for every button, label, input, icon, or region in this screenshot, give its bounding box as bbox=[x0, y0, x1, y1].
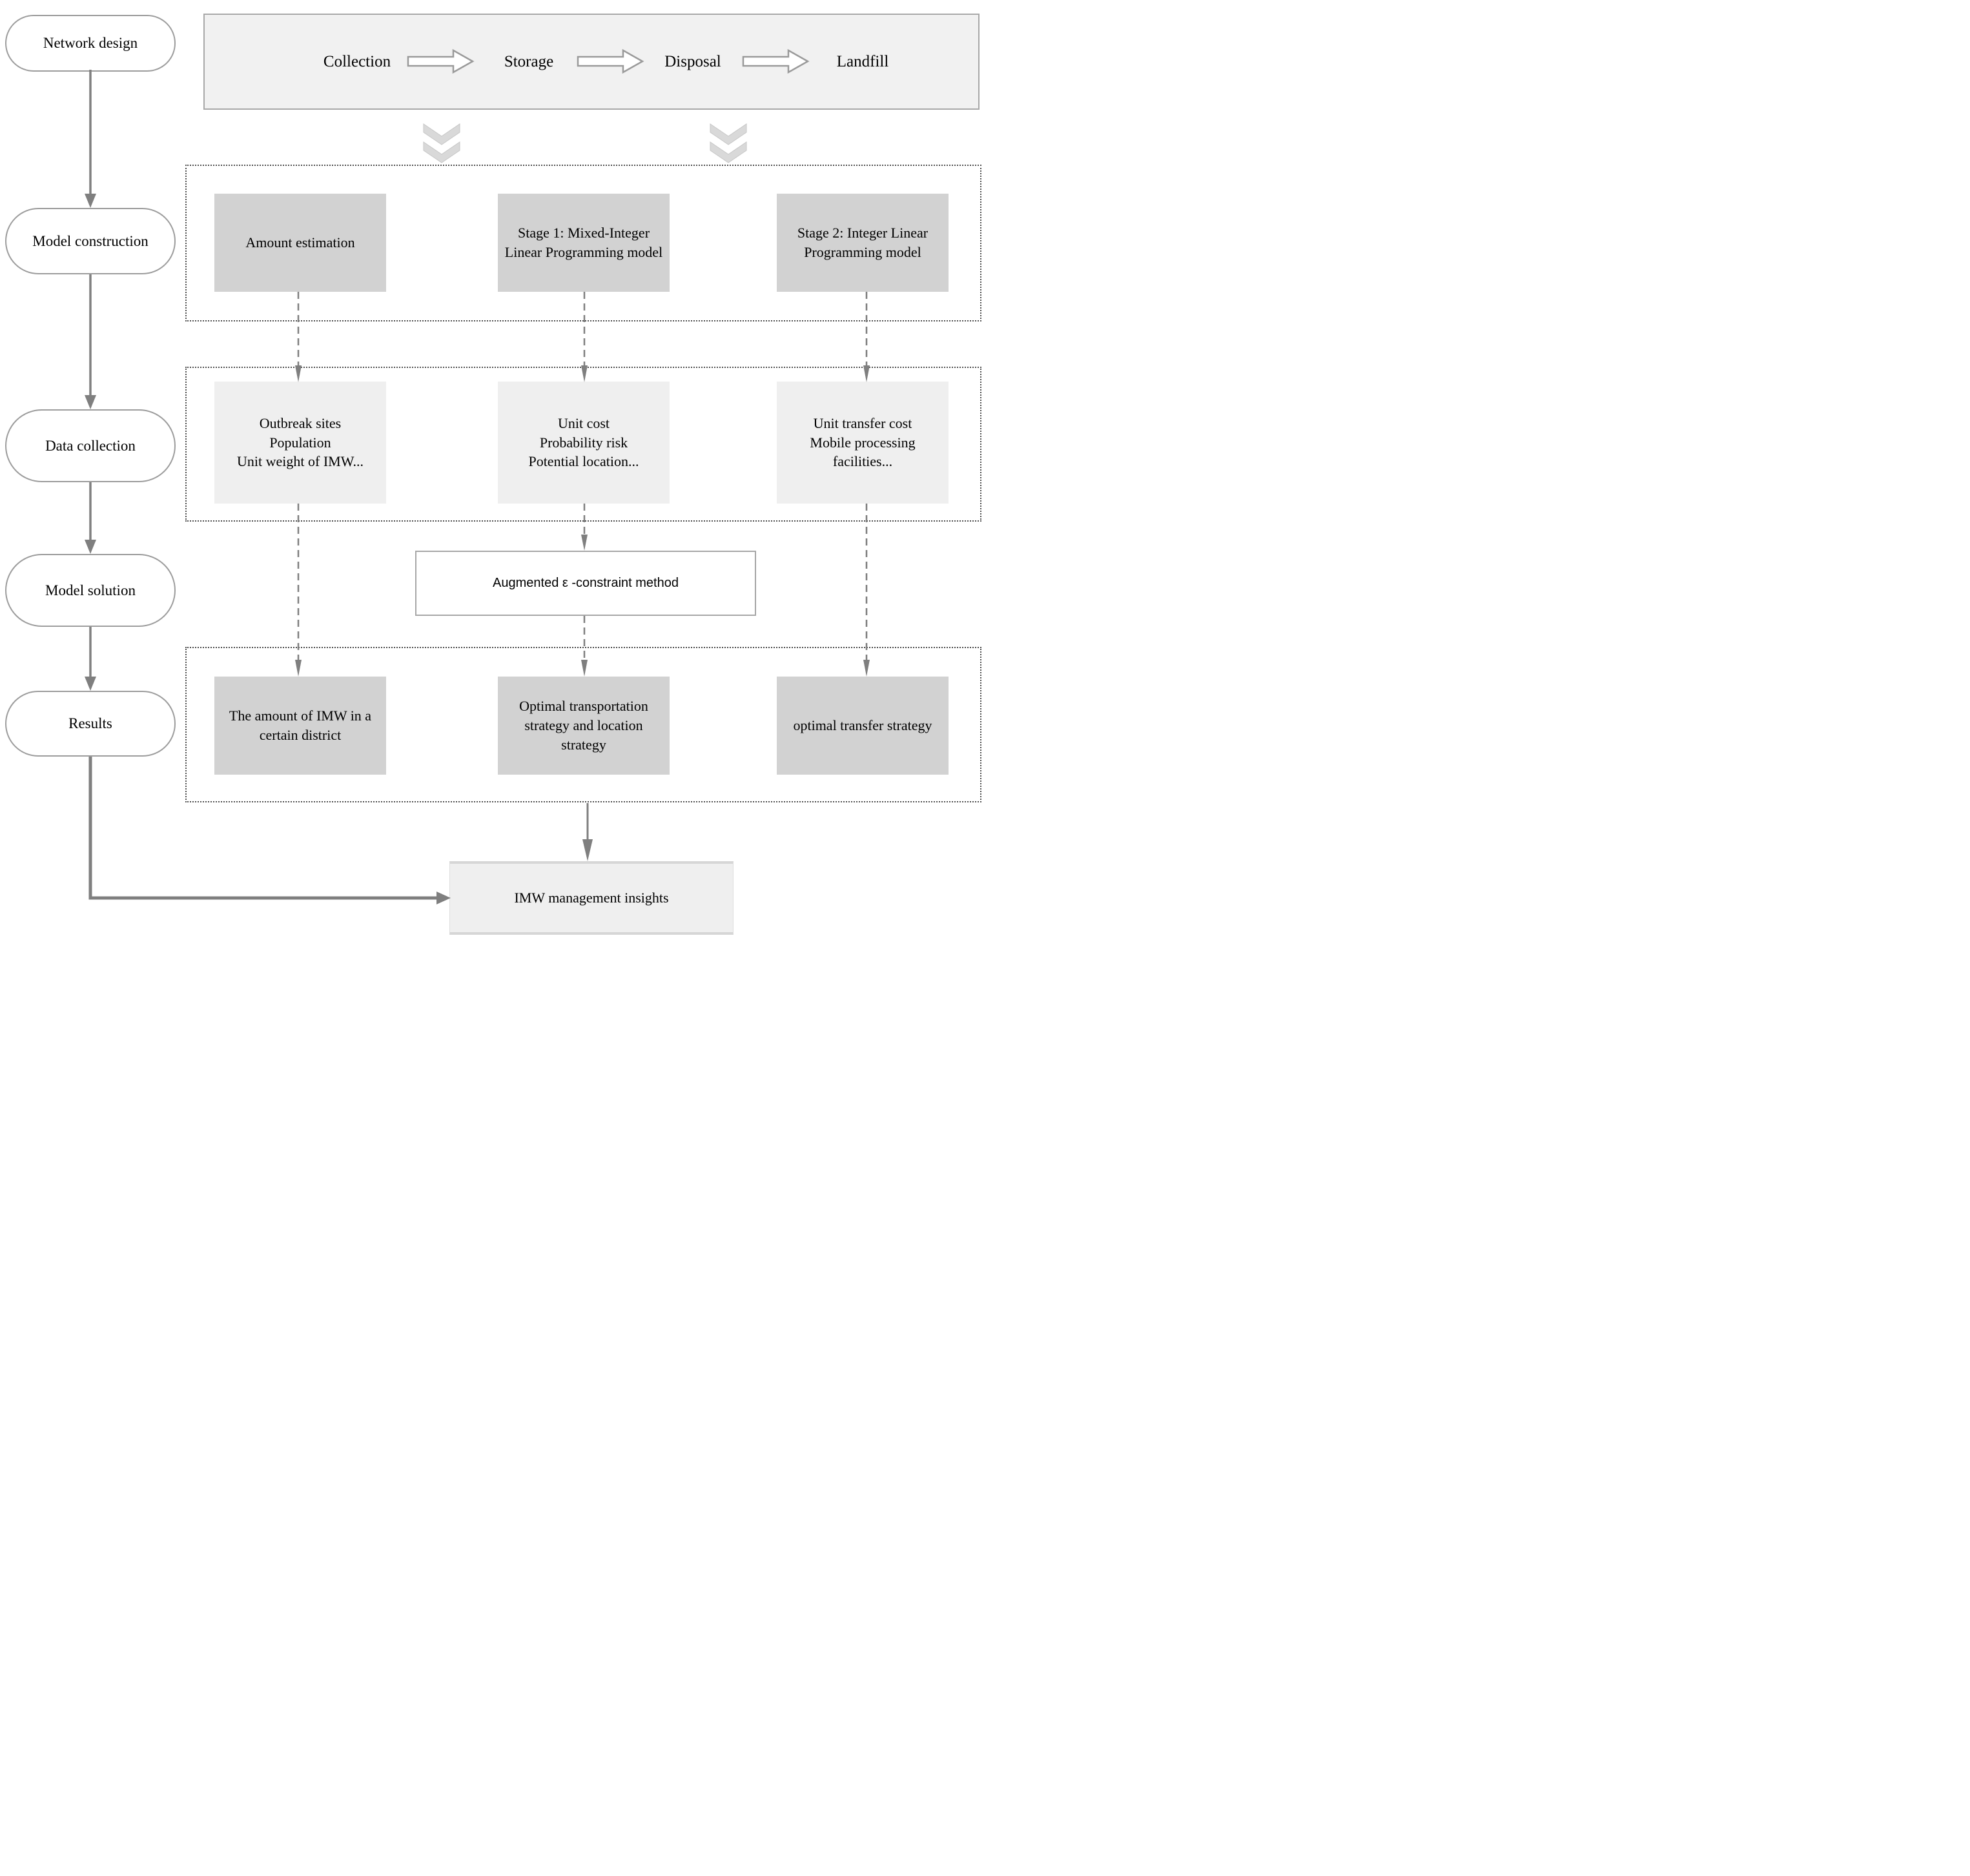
step-pill-network-design: Network design bbox=[5, 15, 176, 72]
step-label: Results bbox=[68, 715, 112, 731]
chevron-down-icon bbox=[710, 123, 747, 163]
region-model-construction bbox=[185, 165, 981, 321]
stage-landfill: Landfill bbox=[836, 52, 889, 70]
box-stage2-ilp-model: Stage 2: Integer Linear Programming mode… bbox=[777, 194, 949, 292]
insights-label: IMW management insights bbox=[514, 890, 669, 906]
box-optimal-transportation-result: Optimal transportation strategy and loca… bbox=[498, 677, 670, 775]
stage-disposal: Disposal bbox=[664, 52, 721, 70]
region-results bbox=[185, 647, 981, 802]
box-transfer-data: Unit transfer cost Mobile processing fac… bbox=[777, 382, 949, 504]
step-label: Data collection bbox=[45, 437, 136, 454]
box-cost-risk-data: Unit cost Probability risk Potential loc… bbox=[498, 382, 670, 504]
stage-collection: Collection bbox=[323, 52, 391, 70]
box-text: Outbreak sites Population Unit weight of… bbox=[237, 414, 364, 470]
step-pill-model-solution: Model solution bbox=[5, 554, 176, 627]
box-text: Optimal transportation strategy and loca… bbox=[519, 698, 648, 753]
box-stage1-milp-model: Stage 1: Mixed-Integer Linear Programmin… bbox=[498, 194, 670, 292]
box-optimal-transfer-result: optimal transfer strategy bbox=[777, 677, 949, 775]
box-outbreak-data: Outbreak sites Population Unit weight of… bbox=[214, 382, 386, 504]
box-augmented-epsilon-constraint-method: Augmented ε -constraint method bbox=[415, 551, 756, 616]
box-amount-estimation: Amount estimation bbox=[214, 194, 386, 292]
step-pill-results: Results bbox=[5, 691, 176, 757]
step-pill-model-construction: Model construction bbox=[5, 208, 176, 274]
box-imw-management-insights: IMW management insights bbox=[449, 861, 734, 935]
step-pill-data-collection: Data collection bbox=[5, 409, 176, 482]
step-label: Network design bbox=[43, 35, 138, 51]
box-text: The amount of IMW in a certain district bbox=[229, 708, 372, 743]
insights-arrow-icon bbox=[582, 803, 593, 861]
step-label: Model solution bbox=[45, 582, 136, 598]
box-text: Stage 2: Integer Linear Programming mode… bbox=[797, 225, 929, 260]
box-text: optimal transfer strategy bbox=[793, 717, 932, 734]
box-text: Amount estimation bbox=[245, 234, 355, 251]
flowchart-canvas: Collection Storage Disposal Landfill Net… bbox=[0, 0, 985, 938]
box-text: Stage 1: Mixed-Integer Linear Programmin… bbox=[504, 225, 663, 260]
box-amount-of-imw-result: The amount of IMW in a certain district bbox=[214, 677, 386, 775]
box-text: Unit cost Probability risk Potential loc… bbox=[528, 414, 639, 470]
method-label: Augmented ε -constraint method bbox=[493, 576, 679, 590]
stage-storage: Storage bbox=[504, 52, 554, 70]
step-label: Model construction bbox=[32, 232, 149, 249]
network-design-process-bar: Collection Storage Disposal Landfill bbox=[203, 14, 980, 110]
chevron-down-icon bbox=[423, 123, 460, 163]
box-text: Unit transfer cost Mobile processing fac… bbox=[810, 414, 916, 470]
